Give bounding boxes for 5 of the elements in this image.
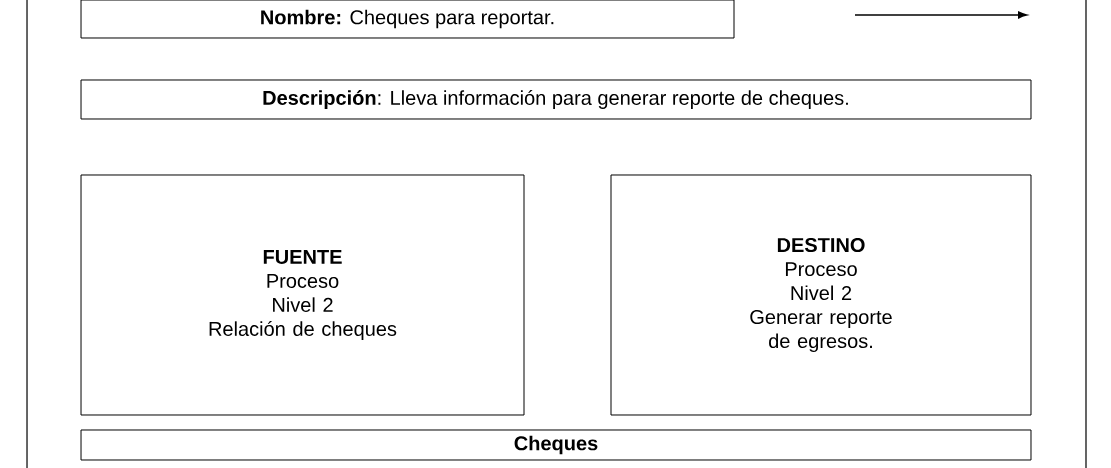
- field-box: Cheques: [80, 429, 1032, 461]
- field-box: Descripción: Lleva información para generar reporte de cheques.: [80, 79, 1032, 120]
- field-box: Nombre: Cheques para reportar.: [80, 0, 735, 39]
- process-box: FUENTE Proceso Nivel 2 Relación de cheques: [80, 174, 525, 416]
- process-box: DESTINO Proceso Nivel 2 Generar reporte de egresos.: [610, 174, 1032, 416]
